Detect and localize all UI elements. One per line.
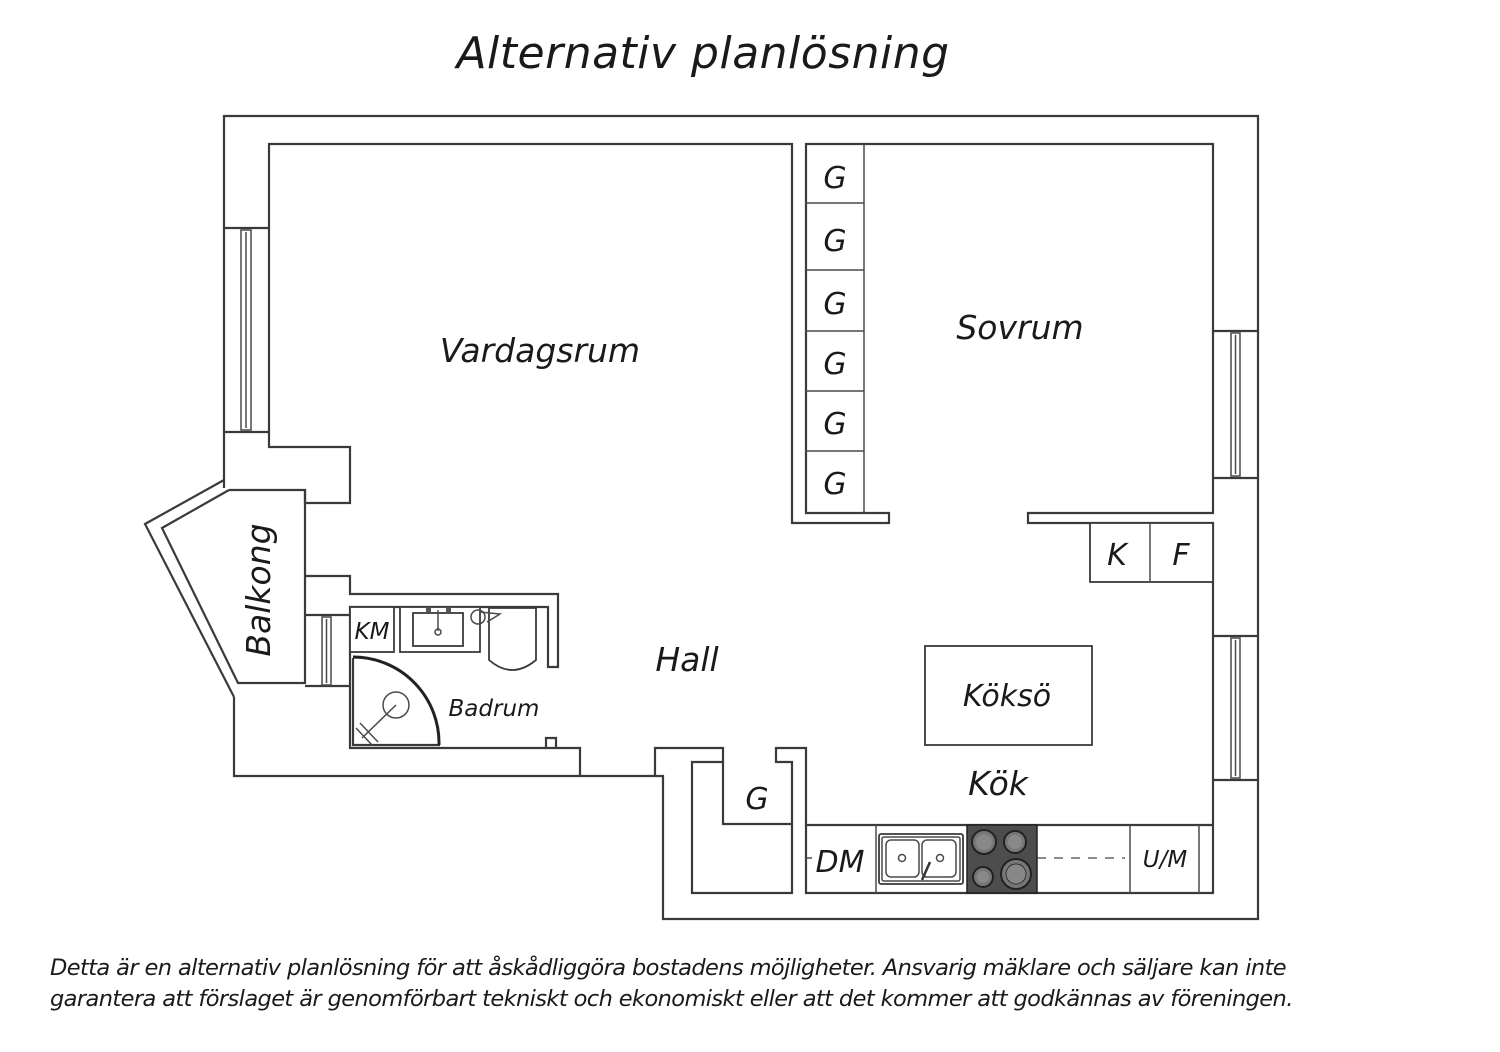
washing-machine-label: KM: [355, 619, 390, 645]
wardrobe-label: G: [823, 161, 846, 196]
inner-wall-living: [267, 142, 1215, 895]
room-label-kokso: Köksö: [963, 679, 1051, 714]
kitchen-sink: [878, 833, 964, 885]
window-bedroom: [1213, 329, 1258, 480]
wardrobe-label: G: [823, 347, 846, 382]
hall-closet-wall: [721, 762, 792, 826]
balcony-outline: [143, 479, 307, 698]
fridge-label: K: [1107, 538, 1129, 573]
washing-machine-box: [349, 606, 395, 653]
wardrobe-label: G: [823, 287, 846, 322]
disclaimer-line-2: garantera att förslaget är genomförbart …: [50, 986, 1293, 1012]
freezer-label: F: [1172, 538, 1190, 573]
bedroom-wardrobes: [806, 144, 865, 513]
room-label-kok: Kök: [968, 764, 1030, 803]
wardrobe-label: G: [823, 467, 846, 502]
room-label-hall: Hall: [655, 640, 718, 679]
window-bath: [321, 616, 332, 686]
outer-wall: [222, 114, 1260, 921]
stove: [966, 824, 1038, 894]
dishwasher-label: DM: [816, 845, 865, 880]
toilet: [470, 607, 537, 671]
bath-outer-wall: [305, 574, 560, 750]
oven-microwave-label: U/M: [1143, 847, 1188, 873]
wardrobe-label: G: [823, 224, 846, 259]
plan-title: Alternativ planlösning: [456, 28, 950, 79]
room-label-vardagsrum: Vardagsrum: [440, 331, 640, 370]
hall-wardrobe-label: G: [745, 782, 768, 817]
window-kitchen: [1213, 634, 1258, 782]
wall-recess-left: [224, 226, 352, 505]
room-label-balkong: Balkong: [239, 523, 278, 656]
room-label-badrum: Badrum: [449, 696, 540, 722]
kitchen-island: [924, 645, 1093, 746]
window-living: [240, 229, 252, 431]
disclaimer: Detta är en alternativ planlösning för a…: [50, 953, 1470, 1015]
fridge-freezer: [1089, 522, 1214, 583]
disclaimer-line-1: Detta är en alternativ planlösning för a…: [50, 955, 1287, 981]
shower: [351, 655, 441, 747]
wardrobe-label: G: [823, 407, 846, 442]
room-label-sovrum: Sovrum: [956, 308, 1083, 347]
